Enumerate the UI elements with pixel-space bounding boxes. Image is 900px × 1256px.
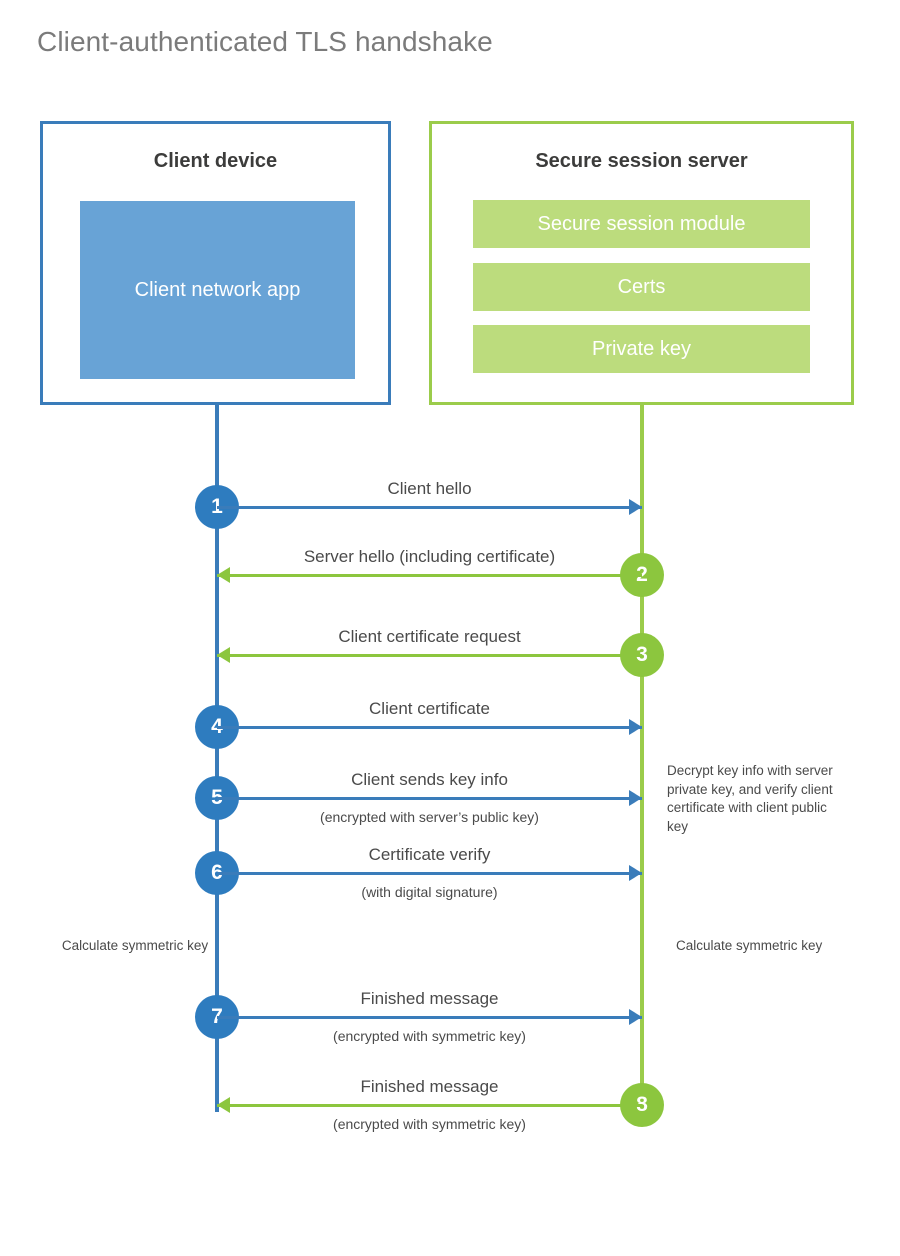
note-server-decrypt-key-info: Decrypt key info with server private key…	[667, 763, 833, 834]
client-network-app-block: Client network app	[80, 201, 355, 379]
arrow-head-step-5	[629, 790, 642, 806]
message-sublabel-step-5: (encrypted with server’s public key)	[320, 809, 539, 825]
message-label-step-7: Finished message	[360, 989, 499, 1008]
arrow-line-step-1	[217, 506, 642, 509]
page-title: Client-authenticated TLS handshake	[37, 26, 493, 57]
arrow-head-step-3	[217, 647, 230, 663]
arrow-head-step-8	[217, 1097, 230, 1113]
client-lifeline	[215, 402, 219, 1112]
arrow-head-step-4	[629, 719, 642, 735]
message-label-step-3: Client certificate request	[338, 627, 521, 646]
message-label-step-4: Client certificate	[369, 699, 490, 718]
server-component-secure-session-module: Secure session module	[473, 200, 810, 248]
arrow-line-step-3	[217, 654, 642, 657]
arrow-head-step-6	[629, 865, 642, 881]
arrow-line-step-5	[217, 797, 642, 800]
server-lifeline	[640, 402, 644, 1108]
secure-session-server-title: Secure session server	[535, 150, 748, 172]
server-component-private-key: Private key	[473, 325, 810, 373]
participant-box-secure-session-server: Secure session server Secure session mod…	[429, 121, 854, 405]
message-label-step-6: Certificate verify	[368, 845, 491, 864]
step-circle-2[interactable]: 2	[620, 553, 664, 597]
arrow-line-step-7	[217, 1016, 642, 1019]
note-client-calculate-symmetric-key: Calculate symmetric key	[61, 938, 209, 953]
message-label-step-2: Server hello (including certificate)	[303, 547, 556, 566]
arrow-line-step-2	[217, 574, 642, 577]
server-component-certs: Certs	[473, 263, 810, 311]
arrow-head-step-7	[629, 1009, 642, 1025]
message-label-step-5: Client sends key info	[351, 770, 508, 789]
arrow-line-step-6	[217, 872, 642, 875]
message-sublabel-step-7: (encrypted with symmetric key)	[333, 1028, 526, 1044]
participant-box-client-device: Client device Client network app	[40, 121, 391, 405]
message-sublabel-step-8: (encrypted with symmetric key)	[333, 1116, 526, 1132]
arrow-head-step-1	[629, 499, 642, 515]
message-sublabel-step-6: (with digital signature)	[361, 884, 498, 900]
arrow-head-step-2	[217, 567, 230, 583]
arrow-line-step-8	[217, 1104, 642, 1107]
message-label-step-8: Finished message	[360, 1077, 499, 1096]
note-server-calculate-symmetric-key: Calculate symmetric key	[676, 938, 823, 953]
client-device-title: Client device	[153, 150, 278, 172]
arrow-line-step-4	[217, 726, 642, 729]
message-label-step-1: Client hello	[387, 479, 472, 498]
step-circle-8[interactable]: 8	[620, 1083, 664, 1127]
